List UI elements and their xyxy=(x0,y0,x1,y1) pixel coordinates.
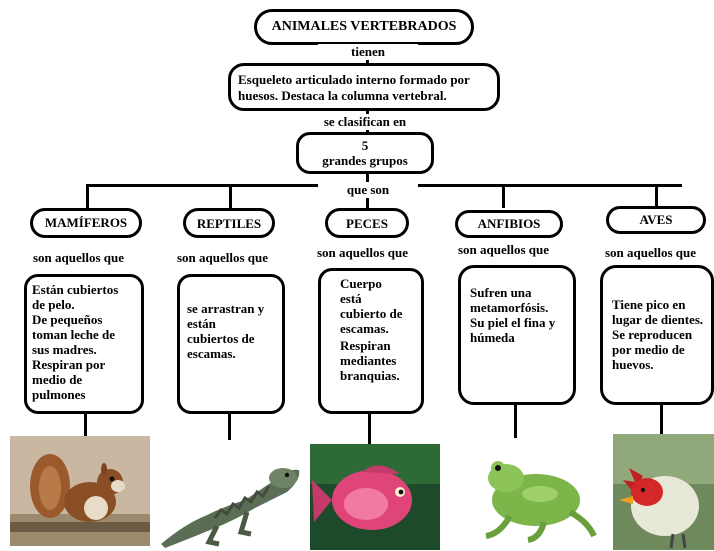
group-description-line: Están cubiertos xyxy=(32,282,119,297)
description-line-1: Esqueleto articulado interno formado por xyxy=(238,72,470,87)
groups-count-number: 5 xyxy=(361,138,369,153)
group-description-line: escamas. xyxy=(340,321,389,336)
group-name-box-peces xyxy=(325,208,409,238)
group-name-box-anfibios xyxy=(455,210,563,238)
group-description-line: Cuerpo xyxy=(340,276,382,291)
group-name-peces: PECES xyxy=(346,216,388,231)
group-name-reptiles: REPTILES xyxy=(196,216,262,231)
image-link-anfibios xyxy=(514,405,517,439)
description-box xyxy=(228,63,500,111)
group-description-line: De pequeños xyxy=(32,312,103,327)
iguana-photo xyxy=(155,440,305,550)
groups-count-box xyxy=(296,132,434,174)
group-description-line: branquias. xyxy=(340,368,400,383)
groups-count-label: grandes grupos xyxy=(322,153,408,168)
group-description-line: sus madres. xyxy=(32,342,97,357)
frog-photo xyxy=(470,438,600,546)
title-box xyxy=(254,9,474,45)
connector-line xyxy=(366,172,369,186)
group-description-box-anfibios xyxy=(458,265,576,405)
link-label-que-son: que son xyxy=(318,182,418,198)
bird-photo xyxy=(613,434,714,550)
group-description-line: por medio de xyxy=(612,342,685,357)
group-description-line: Se reproducen xyxy=(612,327,693,342)
branch-line-aves xyxy=(655,184,658,208)
diagram-title: ANIMALES VERTEBRADOS xyxy=(271,19,457,34)
group-name-box-mamiferos xyxy=(30,208,142,238)
group-name-aves: AVES xyxy=(639,212,673,227)
branch-line-reptiles xyxy=(229,184,232,208)
group-description-line: huevos. xyxy=(612,357,654,372)
fish-photo xyxy=(310,444,440,550)
group-name-box-reptiles xyxy=(183,208,275,238)
branch-line-anfibios xyxy=(502,184,505,208)
group-description-line: de pelo. xyxy=(32,297,75,312)
group-description-line: lugar de dientes. xyxy=(612,312,704,327)
group-description-box-peces xyxy=(318,268,424,414)
group-description-box-mamiferos xyxy=(24,274,144,414)
group-description-line: cubierto de xyxy=(340,306,403,321)
branch-line-mamiferos xyxy=(86,184,89,208)
group-description-line: pulmones xyxy=(32,387,86,402)
group-description-line: están xyxy=(187,316,216,331)
link-label-se-clasifican: se clasifican en xyxy=(300,114,430,130)
group-description-line: metamorfósis. xyxy=(470,300,549,315)
image-link-mamiferos xyxy=(84,414,87,436)
group-name-box-aves xyxy=(606,206,706,234)
squirrel-photo xyxy=(10,436,150,546)
group-name-anfibios: ANFIBIOS xyxy=(477,216,541,231)
link-label-son-aquellos: son aquellos que xyxy=(33,250,125,265)
link-label-son-aquellos: son aquellos que xyxy=(458,242,550,257)
group-description-line: está xyxy=(340,291,362,306)
image-link-peces xyxy=(368,414,371,444)
group-description-box-reptiles xyxy=(177,274,285,414)
link-label-tienen: tienen xyxy=(318,44,418,60)
group-description-line: mediantes xyxy=(340,353,397,368)
group-description-line: Sufren una xyxy=(470,285,532,300)
image-link-reptiles xyxy=(228,414,231,440)
group-description-line: Respiran xyxy=(340,338,391,353)
group-description-box-aves xyxy=(600,265,714,405)
group-description-line: toman leche de xyxy=(32,327,116,342)
link-label-son-aquellos: son aquellos que xyxy=(605,245,697,260)
group-description-line: húmeda xyxy=(470,330,515,345)
description-line-2: huesos. Destaca la columna vertebral. xyxy=(238,88,447,103)
group-description-line: Tiene pico en xyxy=(612,297,686,312)
group-description-line: se arrastran y xyxy=(187,301,265,316)
group-description-line: cubiertos de xyxy=(187,331,255,346)
group-name-mamiferos: MAMÍFEROS xyxy=(44,215,128,230)
link-label-son-aquellos: son aquellos que xyxy=(177,250,269,265)
group-description-line: escamas. xyxy=(187,346,236,361)
group-description-line: Respiran por xyxy=(32,357,106,372)
image-link-aves xyxy=(660,405,663,435)
group-description-line: Su piel el fina y xyxy=(470,315,556,330)
link-label-son-aquellos: son aquellos que xyxy=(317,245,409,260)
group-description-line: medio de xyxy=(32,372,83,387)
